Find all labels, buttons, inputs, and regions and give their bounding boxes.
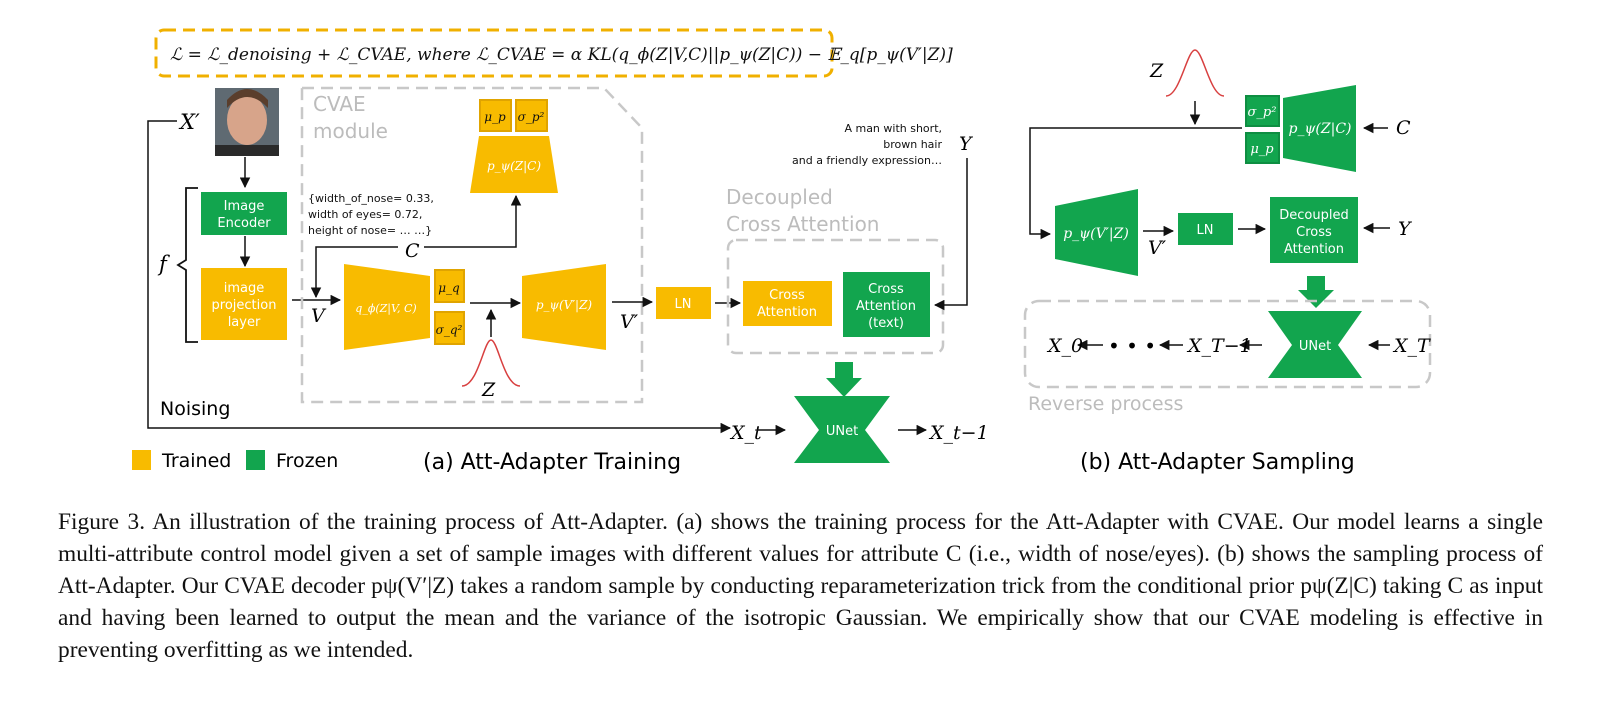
unet-label-sampling: UNet — [1299, 339, 1331, 354]
ln-label-training: LN — [675, 297, 692, 312]
v-label: V — [311, 305, 327, 327]
cross-attention-label-2: Attention — [757, 305, 817, 320]
ellipsis-dots: • • • — [1108, 334, 1156, 358]
xt-minus-1-label: X_t−1 — [928, 422, 989, 444]
y-label-training: Y — [959, 133, 974, 155]
unet-sampling — [1268, 311, 1362, 378]
mu-p-label: μ_p — [484, 110, 506, 124]
sigma-p-label: σ_p² — [518, 110, 545, 124]
cvae-module-label-2: module — [313, 119, 388, 143]
xt-label: X_t — [729, 422, 762, 444]
mu-p-label-sampling: μ_p — [1250, 142, 1274, 157]
reverse-process-group — [1023, 299, 1432, 389]
y-label-sampling: Y — [1398, 218, 1413, 240]
cross-attention-text-label-1: Cross — [868, 282, 904, 297]
legend-frozen-swatch — [246, 450, 265, 470]
p-psi-zc-sampling — [1283, 85, 1356, 172]
p-psi-vz-decoder — [522, 264, 606, 350]
legend-frozen-label: Frozen — [276, 450, 338, 472]
prompt-text-3: and a friendly expression… — [792, 154, 942, 167]
decoupled-cross-attention-sampling — [1270, 197, 1358, 263]
z-label-training: Z — [481, 379, 496, 401]
x-prime-label: X′ — [178, 110, 200, 134]
sigma-q-block — [434, 311, 465, 345]
p-psi-zc-label: p_ψ(Z|C) — [487, 159, 541, 173]
cvae-module-group — [300, 86, 644, 404]
sigma-q-label: σ_q² — [436, 323, 463, 337]
cross-attention-text-label-2: Attention — [856, 299, 916, 314]
attribute-text-1: {width_of_nose= 0.33, — [308, 192, 434, 205]
reverse-process-label: Reverse process — [1028, 393, 1183, 415]
f-brace — [176, 187, 198, 343]
prompt-text-2: brown hair — [883, 138, 942, 151]
p-psi-vz-label-sampling: p_ψ(V′|Z) — [1063, 226, 1129, 242]
legend-trained-label: Trained — [161, 450, 231, 472]
image-encoder-label-2: Encoder — [217, 216, 271, 231]
c-label-sampling: C — [1396, 117, 1411, 139]
mu-q-label: μ_q — [438, 281, 460, 295]
p-psi-vz-label: p_ψ(V′|Z) — [536, 298, 593, 312]
f-label: f — [157, 252, 170, 276]
q-phi-label: q_ϕ(Z|V, C) — [355, 302, 416, 316]
decoupled-sampling-label-2: Cross — [1296, 225, 1332, 240]
attribute-text-3: height of nose= … …} — [308, 224, 432, 237]
decoupled-cross-attention-group — [726, 238, 945, 355]
unet-label-training: UNet — [826, 424, 858, 439]
x-t-label-sampling: X_T — [1392, 335, 1431, 357]
cross-attention-label-1: Cross — [769, 288, 805, 303]
image-encoder-block — [201, 192, 287, 235]
down-arrow-training — [826, 362, 862, 397]
image-projection-block — [201, 268, 287, 340]
mu-q-block — [434, 269, 465, 303]
image-encoder-label-1: Image — [224, 199, 265, 214]
noising-label: Noising — [160, 398, 230, 420]
x0-label: X_0 — [1046, 335, 1083, 357]
c-label: C — [405, 240, 420, 262]
loss-equation: ℒ = ℒ_denoising + ℒ_CVAE, where ℒ_CVAE =… — [170, 45, 953, 65]
sigma-p-label-sampling: σ_p² — [1248, 105, 1277, 120]
image-projection-label-2: projection — [212, 298, 277, 313]
cross-attention-text-block — [843, 272, 930, 337]
face-image — [215, 88, 279, 156]
q-phi-encoder — [344, 264, 430, 350]
down-arrow-sampling — [1298, 276, 1334, 308]
cross-attention-block — [743, 281, 832, 326]
ln-label-sampling: LN — [1197, 223, 1214, 238]
ln-block-training — [656, 287, 711, 319]
image-projection-label-3: layer — [228, 315, 261, 330]
training-title: (a) Att-Adapter Training — [423, 450, 681, 475]
loss-equation-box — [154, 28, 834, 78]
mu-p-block — [479, 99, 512, 132]
architecture-figure: ℒ = ℒ_denoising + ℒ_CVAE, where ℒ_CVAE =… — [132, 28, 1432, 475]
image-projection-label-1: image — [224, 281, 265, 296]
cvae-module-label-1: CVAE — [313, 92, 366, 116]
prompt-text-1: A man with short, — [844, 122, 942, 135]
v-prime-label-sampling: V′ — [1148, 237, 1167, 259]
cross-attention-text-label-3: (text) — [868, 316, 904, 331]
x-t-minus-1-label-sampling: X_T−1 — [1186, 335, 1252, 357]
figure-caption: Figure 3. An illustration of the trainin… — [58, 509, 1543, 663]
unet-training — [794, 396, 890, 463]
decoupled-sampling-label-1: Decoupled — [1279, 208, 1348, 223]
sampling-title: (b) Att-Adapter Sampling — [1080, 450, 1355, 475]
decoupled-label-2: Cross Attention — [726, 212, 880, 236]
z-label-sampling: Z — [1149, 60, 1164, 82]
decoupled-sampling-label-3: Attention — [1284, 242, 1344, 257]
gaussian-curve-sampling — [1165, 49, 1225, 97]
p-psi-vz-sampling — [1055, 189, 1138, 276]
gaussian-curve-training — [461, 339, 521, 387]
mu-p-block-sampling — [1245, 132, 1280, 164]
ln-block-sampling — [1178, 213, 1233, 245]
p-psi-zc-label-sampling: p_ψ(Z|C) — [1288, 121, 1351, 137]
p-psi-zc-trapezoid — [470, 136, 558, 193]
decoupled-label-1: Decoupled — [726, 185, 833, 209]
sigma-p-block-sampling — [1245, 95, 1280, 127]
sigma-p-block — [515, 99, 548, 132]
legend-trained-swatch — [132, 450, 151, 470]
v-prime-label: V′ — [620, 311, 639, 333]
attribute-text-2: width of eyes= 0.72, — [308, 208, 422, 221]
